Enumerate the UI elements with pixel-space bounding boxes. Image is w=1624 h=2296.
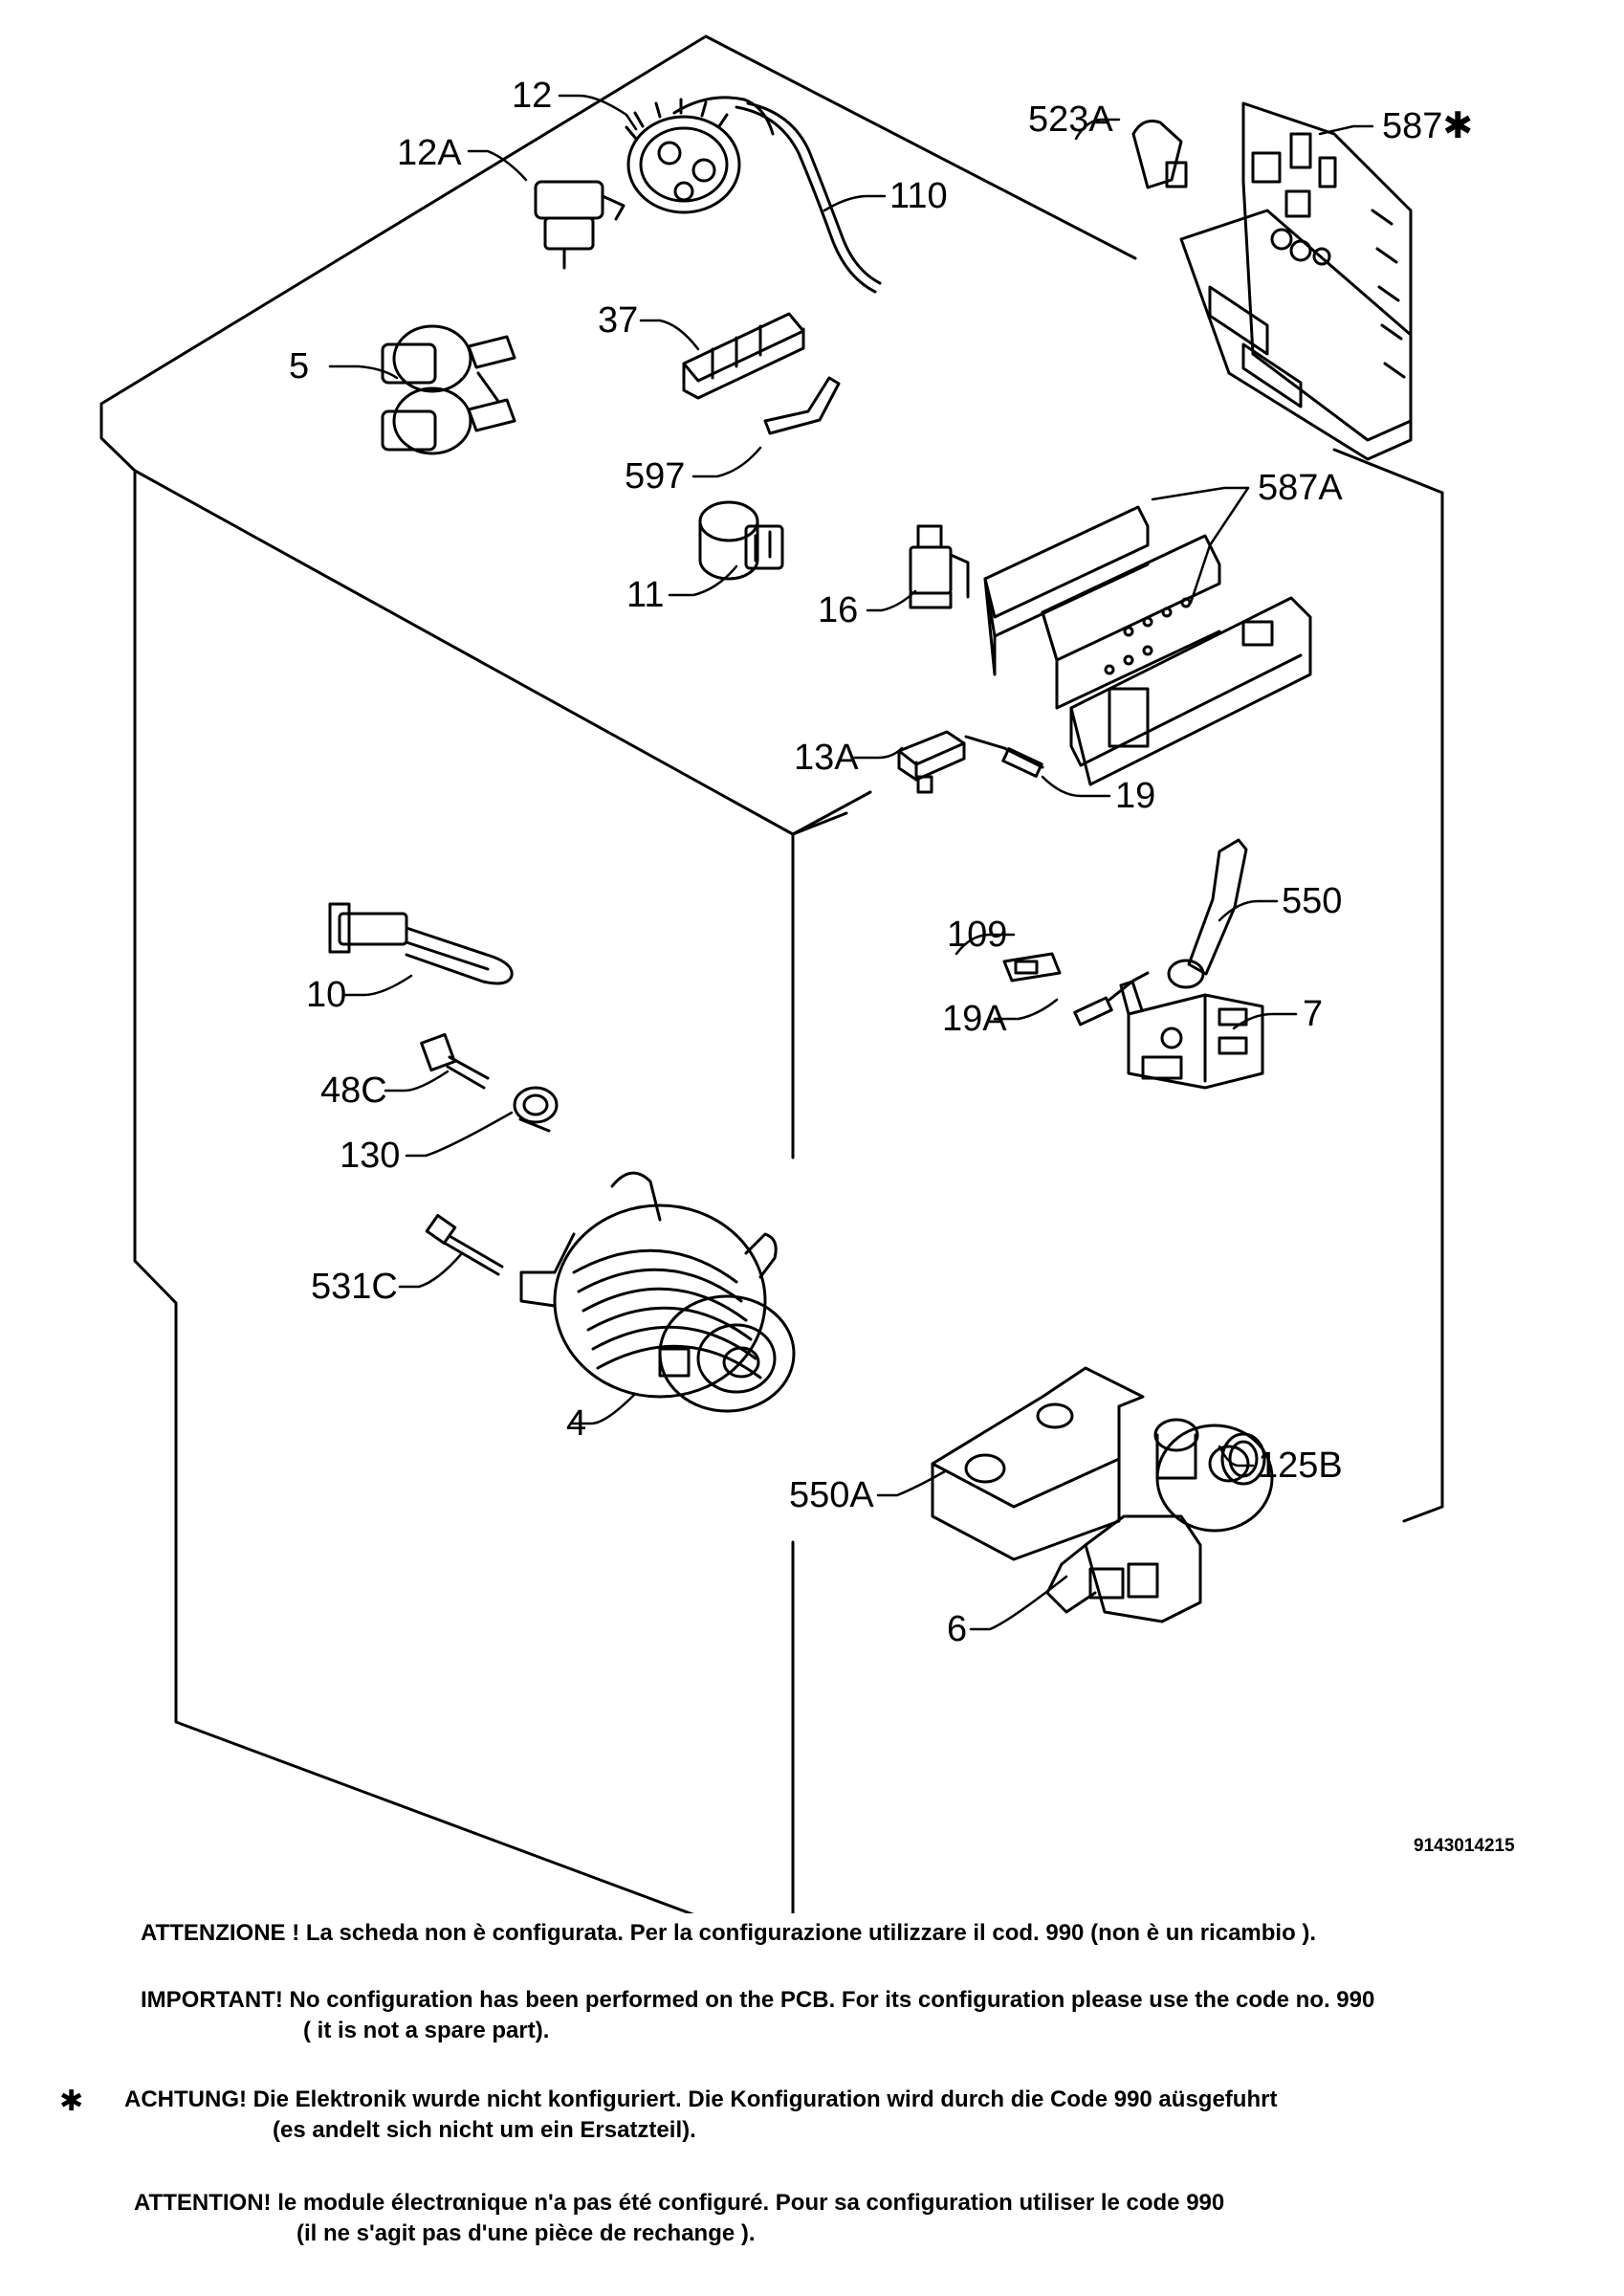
note-french-line1: ATTENTION! le module électrαnique n'a pa…: [134, 2190, 1225, 2216]
part-display-boards: [983, 505, 1312, 786]
note-french: ATTENTION! le module électrαnique n'a pa…: [134, 2188, 1224, 2249]
part-connector: [897, 730, 966, 794]
part-hose: [735, 101, 882, 294]
label-6: 6: [947, 1609, 967, 1649]
label-587a: 587A: [1258, 468, 1343, 508]
label-4: 4: [566, 1403, 586, 1444]
label-109: 109: [947, 915, 1007, 955]
label-5: 5: [289, 346, 309, 386]
note-french-line2: (il ne s'agit pas d'une pièce de rechang…: [296, 2220, 756, 2246]
part-filter-cover: [931, 1366, 1145, 1561]
label-13a: 13A: [794, 738, 859, 778]
part-main-board: [1131, 101, 1413, 461]
label-550a: 550A: [789, 1475, 874, 1515]
note-german: ACHTUNG! Die Elektronik wurde nicht konf…: [124, 2085, 1277, 2146]
label-12a: 12A: [397, 133, 462, 173]
part-drain-pump: [1045, 1418, 1274, 1623]
part-nut: [513, 1086, 559, 1133]
part-clip: [763, 376, 841, 435]
part-pressure-switch: [625, 96, 775, 214]
label-597: 597: [625, 456, 685, 497]
note-italian: ATTENZIONE ! La scheda non è configurata…: [141, 1918, 1316, 1949]
part-pressure-sensor: [534, 180, 625, 270]
note-italian-text: ATTENZIONE ! La scheda non è configurata…: [141, 1920, 1317, 1946]
label-12: 12: [512, 76, 552, 116]
label-587-star: 587✱: [1382, 106, 1473, 146]
part-motor: [519, 1171, 796, 1413]
label-19: 19: [1115, 776, 1155, 816]
cabinet-outline: [99, 34, 1444, 1913]
part-labels: 12 12A 110 5 37 597 523A 587✱ 587A 11 16…: [289, 76, 1515, 1856]
note-german-line2: (es andelt sich nicht um ein Ersatzteil)…: [273, 2117, 696, 2143]
part-temperature-probe: [964, 735, 1044, 778]
label-110: 110: [889, 176, 948, 216]
asterisk-icon: ✱: [59, 2085, 84, 2118]
part-inlet-valve: [381, 324, 516, 455]
leader-lines: [328, 94, 1374, 1631]
part-cover: [1002, 952, 1062, 982]
note-german-line1: ACHTUNG! Die Elektronik wurde nicht konf…: [124, 2086, 1278, 2112]
label-7: 7: [1303, 994, 1323, 1034]
label-531c: 531C: [311, 1267, 398, 1307]
part-bolt: [420, 1032, 490, 1090]
note-english: IMPORTANT! No configuration has been per…: [141, 1985, 1374, 2046]
label-523a: 523A: [1028, 99, 1113, 140]
label-125b: 125B: [1258, 1446, 1343, 1486]
part-capacitor: [698, 500, 784, 581]
part-door-lock: [1119, 838, 1264, 1090]
label-16: 16: [818, 590, 858, 630]
label-10: 10: [306, 975, 346, 1015]
part-terminal-block: [682, 312, 805, 400]
label-19a: 19A: [942, 999, 1007, 1039]
label-48c: 48C: [320, 1071, 387, 1111]
label-130: 130: [340, 1136, 400, 1176]
exploded-parts-diagram: 12 12A 110 5 37 597 523A 587✱ 587A 11 16…: [99, 34, 1515, 1913]
note-english-line1: IMPORTANT! No configuration has been per…: [141, 1987, 1375, 2013]
note-english-line2: ( it is not a spare part).: [303, 2018, 550, 2043]
label-550: 550: [1282, 881, 1342, 921]
label-37: 37: [598, 300, 638, 341]
label-11: 11: [626, 575, 664, 615]
drawing-code: 9143014215: [1414, 1836, 1515, 1856]
part-heating-element: [328, 902, 514, 985]
part-screw: [425, 1213, 504, 1276]
part-door-switch: [909, 524, 970, 609]
